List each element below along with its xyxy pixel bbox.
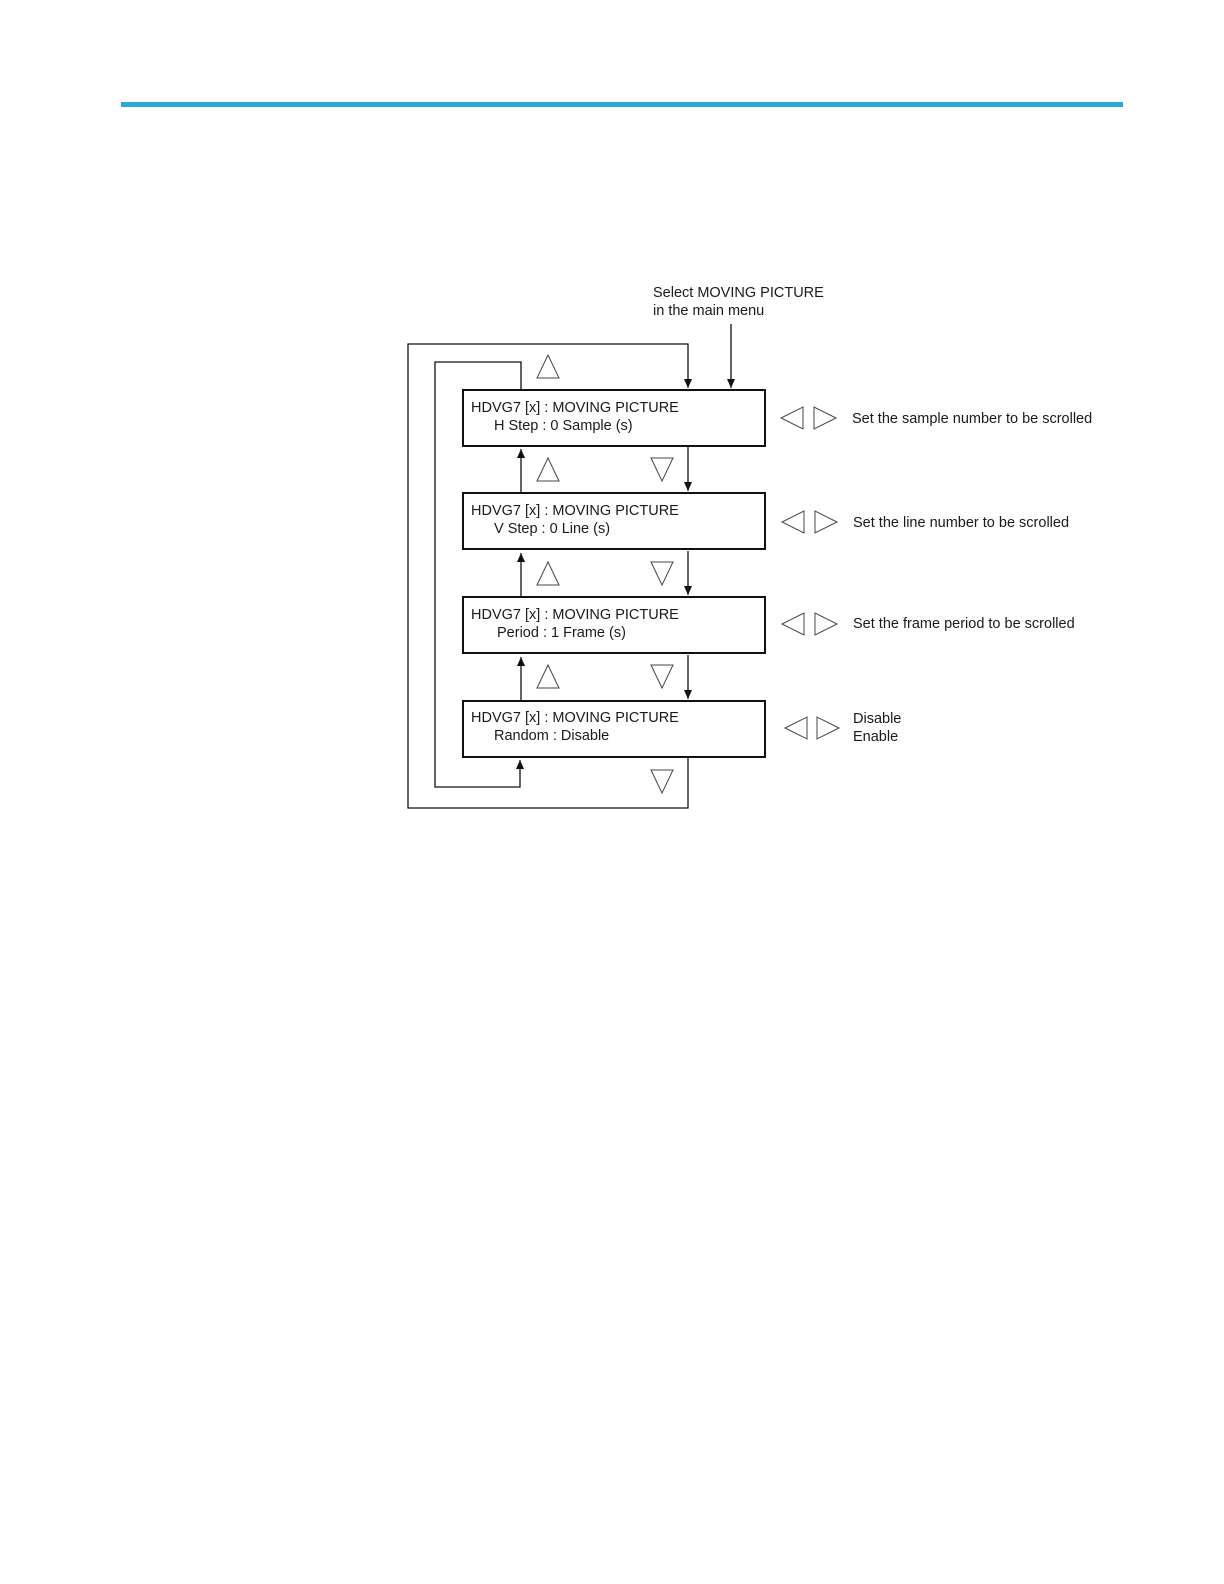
left-triangle-icon bbox=[780, 510, 805, 534]
right-triangle-icon bbox=[816, 716, 841, 740]
menu-title: HDVG7 [x] : MOVING PICTURE bbox=[471, 503, 679, 519]
menu-value: V Step : 0 Line (s) bbox=[494, 521, 610, 537]
up-triangle-icon bbox=[536, 353, 560, 379]
up-triangle-icon bbox=[536, 663, 560, 689]
menu-value: Random : Disable bbox=[494, 728, 609, 744]
menu-title: HDVG7 [x] : MOVING PICTURE bbox=[471, 400, 679, 416]
menu-note: Set the line number to be scrolled bbox=[853, 515, 1069, 531]
menu-screen-v-step: HDVG7 [x] : MOVING PICTURE V Step : 0 Li… bbox=[462, 492, 766, 550]
entry-note-line1: Select MOVING PICTURE bbox=[653, 285, 824, 301]
right-triangle-icon bbox=[814, 612, 839, 636]
right-triangle-icon bbox=[813, 406, 838, 430]
menu-value: H Step : 0 Sample (s) bbox=[494, 418, 633, 434]
entry-note-line2: in the main menu bbox=[653, 303, 764, 319]
menu-note: Enable bbox=[853, 729, 898, 745]
down-triangle-icon bbox=[650, 457, 674, 483]
right-triangle-icon bbox=[814, 510, 839, 534]
inner-loop-line bbox=[434, 361, 524, 788]
down-triangle-icon bbox=[650, 769, 674, 795]
left-triangle-icon bbox=[779, 406, 804, 430]
down-triangle-icon bbox=[650, 561, 674, 587]
menu-title: HDVG7 [x] : MOVING PICTURE bbox=[471, 607, 679, 623]
menu-screen-h-step: HDVG7 [x] : MOVING PICTURE H Step : 0 Sa… bbox=[462, 389, 766, 447]
menu-note: Set the frame period to be scrolled bbox=[853, 616, 1075, 632]
menu-note: Set the sample number to be scrolled bbox=[852, 411, 1092, 427]
left-triangle-icon bbox=[780, 612, 805, 636]
menu-screen-period: HDVG7 [x] : MOVING PICTURE Period : 1 Fr… bbox=[462, 596, 766, 654]
menu-note: Disable bbox=[853, 711, 901, 727]
up-triangle-icon bbox=[536, 456, 560, 482]
left-triangle-icon bbox=[783, 716, 808, 740]
menu-title: HDVG7 [x] : MOVING PICTURE bbox=[471, 710, 679, 726]
header-rule bbox=[121, 102, 1123, 107]
down-triangle-icon bbox=[650, 664, 674, 690]
menu-screen-random: HDVG7 [x] : MOVING PICTURE Random : Disa… bbox=[462, 700, 766, 758]
up-triangle-icon bbox=[536, 560, 560, 586]
menu-value: Period : 1 Frame (s) bbox=[497, 625, 626, 641]
outer-loop-line bbox=[407, 343, 692, 809]
